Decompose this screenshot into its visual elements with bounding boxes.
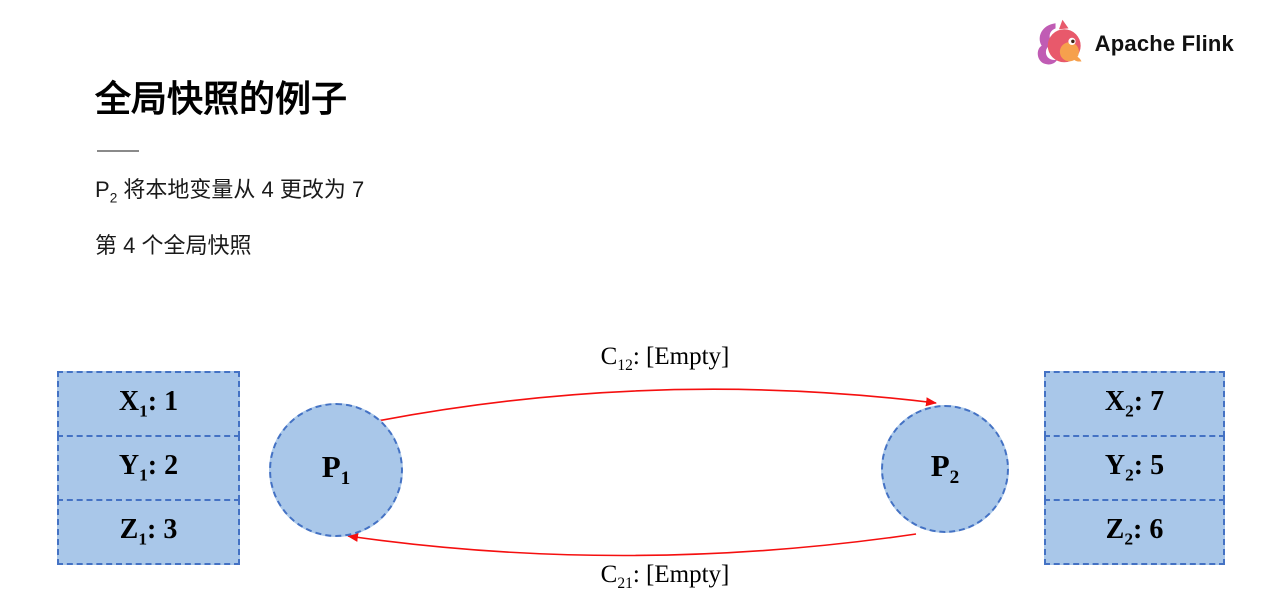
title-underline [97, 150, 139, 152]
state-row-text: X1: 1 [118, 386, 179, 421]
node-p1: P1 [269, 403, 403, 537]
state-row-z2: Z2: 6 [1044, 499, 1225, 565]
node-p2: P2 [881, 405, 1009, 533]
intro-line-1-prefix: P [95, 177, 110, 202]
intro-line-1-subscript: 2 [109, 190, 118, 206]
state-row-text: Z2: 6 [1105, 514, 1164, 549]
state-row-text: Y2: 5 [1104, 450, 1165, 485]
p2-state-table: X2: 7 Y2: 5 Z2: 6 [1044, 371, 1225, 565]
apache-flink-squirrel-icon [1033, 18, 1085, 70]
node-p1-label: P1 [321, 449, 351, 490]
state-row-y2: Y2: 5 [1044, 435, 1225, 501]
apache-flink-logo: Apache Flink [1033, 18, 1234, 70]
intro-line-1-rest: 将本地变量从 4 更改为 7 [117, 177, 365, 202]
channel-c12-label: C12: [Empty] [600, 343, 730, 374]
page-title: 全局快照的例子 [95, 78, 348, 119]
node-p2-label: P2 [930, 448, 960, 489]
state-row-text: Z1: 3 [119, 514, 178, 549]
intro-line-2: 第 4 个全局快照 [95, 233, 252, 258]
intro-line-1: P2 将本地变量从 4 更改为 7 [95, 172, 364, 205]
state-row-text: X2: 7 [1104, 386, 1165, 421]
apache-flink-logo-text: Apache Flink [1094, 31, 1234, 56]
state-row-text: Y1: 2 [118, 450, 179, 485]
state-row-y1: Y1: 2 [57, 435, 240, 501]
channel-c12-arrow [371, 388, 937, 423]
state-row-z1: Z1: 3 [57, 499, 240, 565]
state-row-x1: X1: 1 [57, 371, 240, 437]
state-row-x2: X2: 7 [1044, 371, 1225, 437]
channel-c21-label: C21: [Empty] [600, 561, 730, 592]
p1-state-table: X1: 1 Y1: 2 Z1: 3 [57, 371, 240, 565]
channel-c21-arrow [347, 532, 917, 557]
